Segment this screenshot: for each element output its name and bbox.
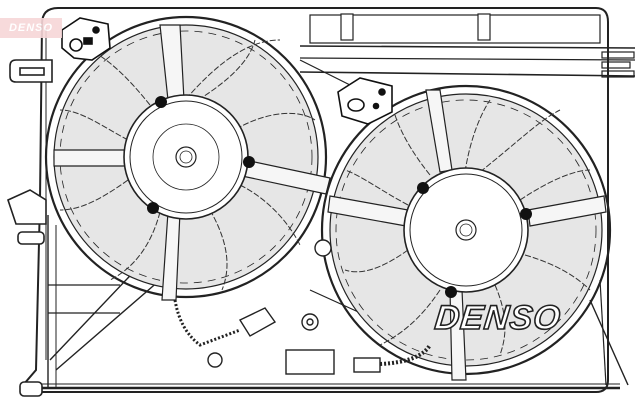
brand-logo: DENSO: [432, 298, 564, 338]
top-left-connector: [61, 17, 111, 61]
shroud-frame: [22, 7, 636, 393]
right-fan: [320, 84, 612, 381]
left-mounting-bracket: [7, 59, 53, 397]
watermark-logo: DENSO: [0, 18, 62, 38]
center-resistor-module: [337, 77, 393, 125]
bottom-wiring-harness: [173, 239, 432, 375]
left-fan: [44, 15, 331, 301]
